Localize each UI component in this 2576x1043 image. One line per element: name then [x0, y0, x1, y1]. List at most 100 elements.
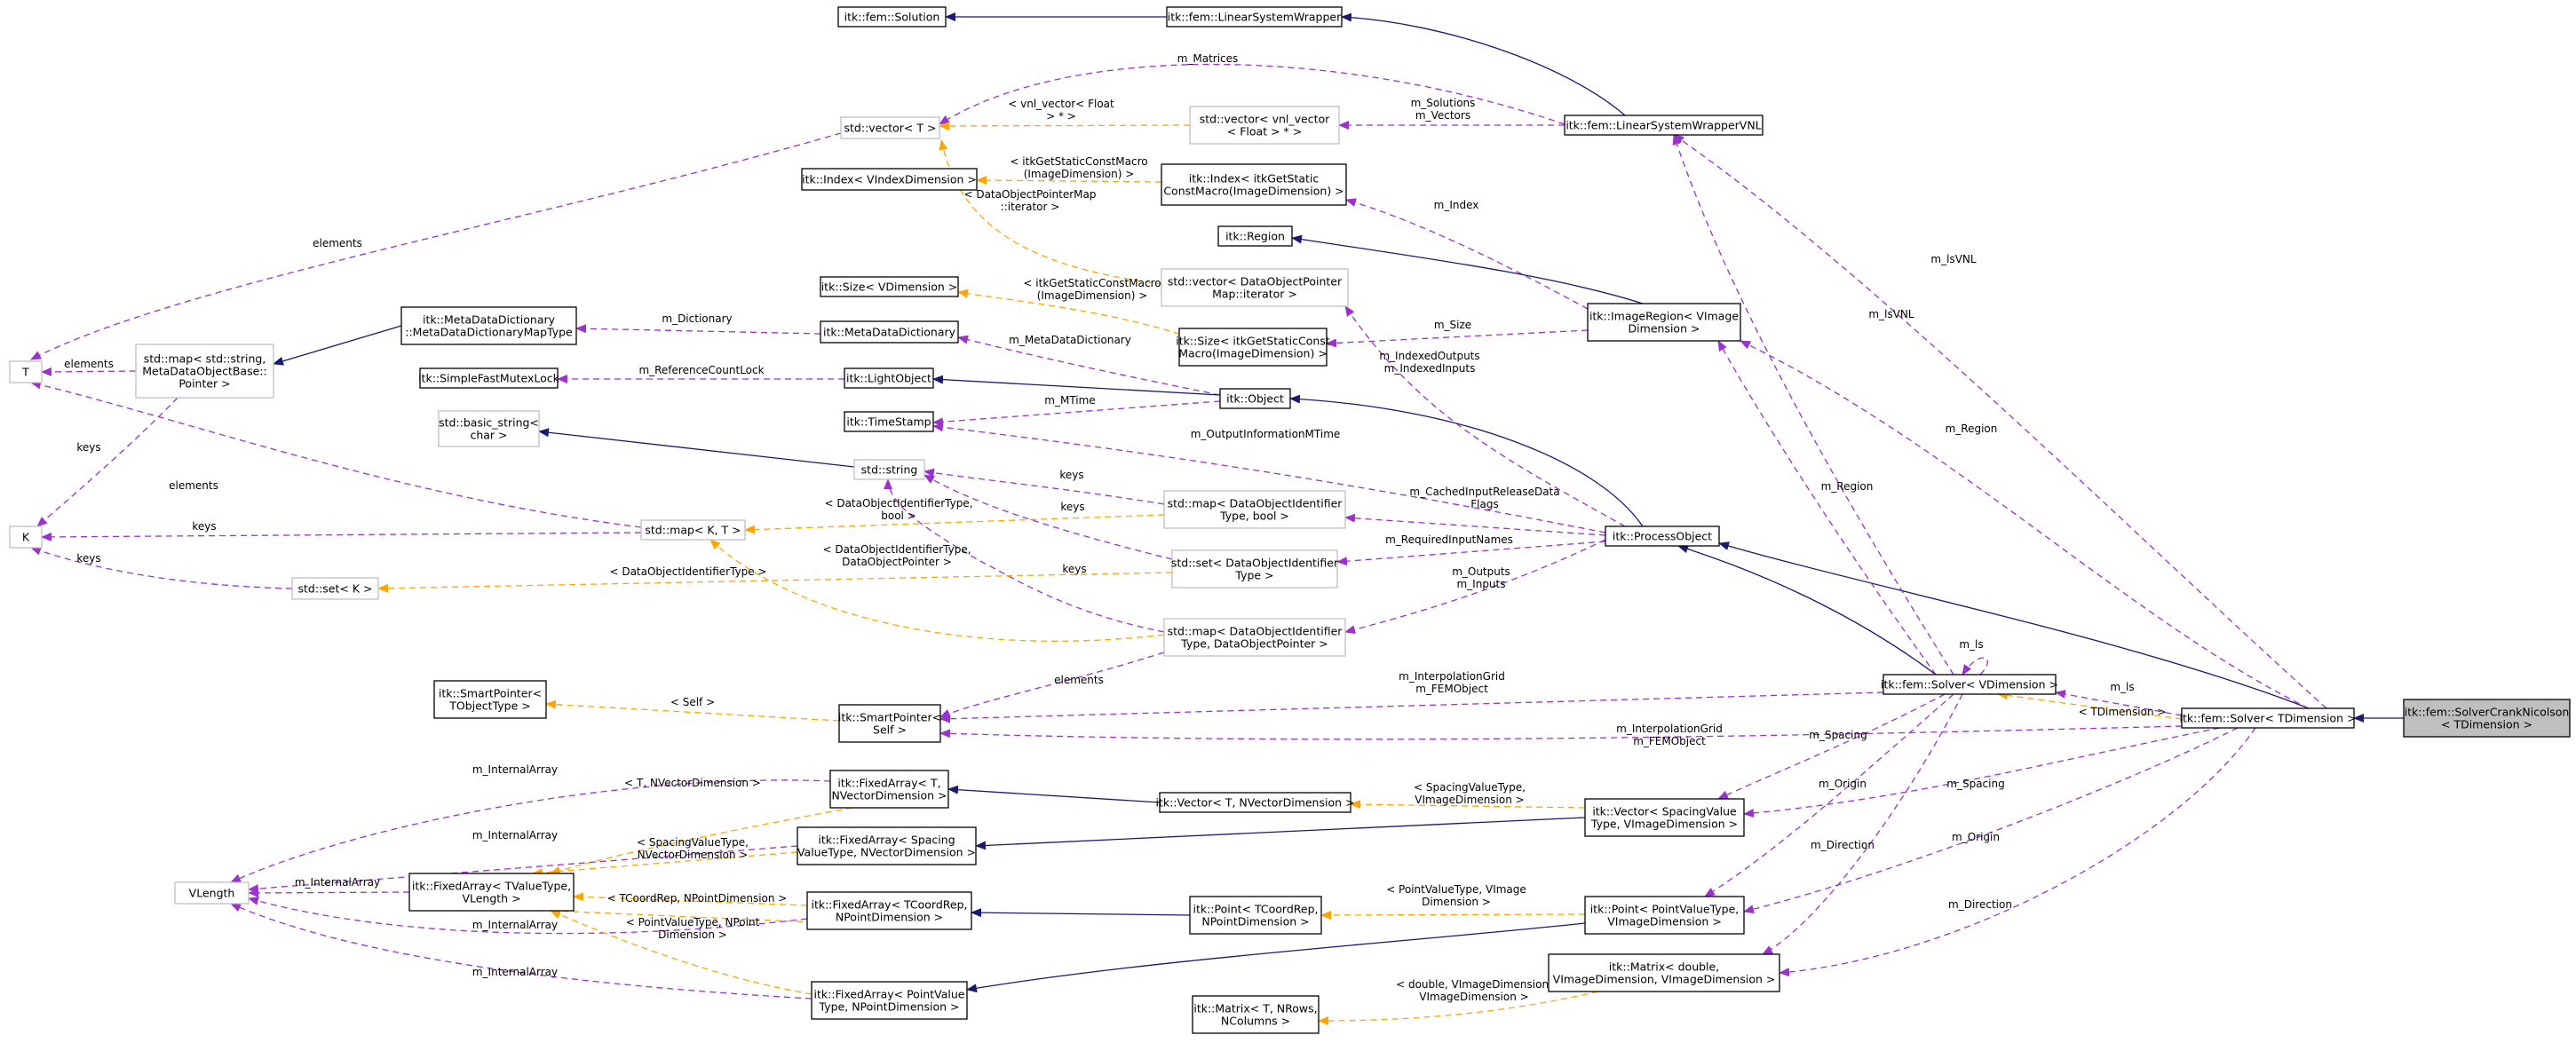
member-edge-51	[1743, 727, 2221, 818]
template-edge-5	[976, 176, 1162, 186]
class-node-light-object[interactable]: itk::LightObject	[844, 367, 934, 389]
class-box	[1605, 525, 1720, 547]
class-box	[2403, 699, 2571, 738]
class-box	[1548, 953, 1780, 992]
class-box	[1171, 549, 1338, 589]
class-name: itk::Point< TCoordRep,NPointDimension >	[1193, 903, 1318, 928]
edge-label-elements-4: elements	[1054, 674, 1104, 686]
member-edge-16	[41, 367, 137, 376]
class-node-fem-solution[interactable]: itk::fem::Solution	[837, 6, 947, 28]
edge-label-get-static-2: < itkGetStaticConstMacro(ImageDimension)…	[1023, 277, 1161, 302]
class-node-process-object[interactable]: itk::ProcessObject	[1605, 525, 1720, 547]
class-node-fa-tvl[interactable]: itk::FixedArray< TValueType,VLength >	[408, 873, 575, 912]
class-name: itk::fem::Solution	[844, 11, 940, 24]
class-name: std::map< std::string,MetaDataObjectBase…	[142, 352, 266, 391]
class-node-point-pv[interactable]: itk::Point< PointValueType,VImageDimensi…	[1584, 896, 1745, 935]
edge-label-doi-dop: < DataObjectIdentifierType,DataObjectPoi…	[822, 543, 971, 568]
edge-label-dbl-vid: < double, VImageDimension,VImageDimensio…	[1396, 978, 1552, 1003]
edge-label-m-ls: m_ls	[2110, 681, 2134, 693]
class-box	[806, 891, 972, 930]
member-edge-53	[1743, 727, 2239, 914]
class-name: itk::SimpleFastMutexLock	[418, 372, 560, 385]
class-node-fa-tn[interactable]: itk::FixedArray< T,NVectorDimension >	[829, 770, 949, 809]
template-edge-26	[744, 514, 1165, 534]
class-node-size-v[interactable]: itk::Size< VDimension >	[820, 276, 959, 297]
class-node-lsw-vnl[interactable]: itk::fem::LinearSystemWrapperVNL	[1564, 115, 1764, 136]
inherit-edge-18	[932, 375, 1221, 396]
class-name: itk::fem::Solver< TDimension >	[2180, 712, 2357, 725]
class-name: itk::FixedArray< TCoordRep,NPointDimensi…	[811, 898, 967, 924]
member-edge-29	[1344, 513, 1606, 536]
class-node-region[interactable]: itk::Region	[1217, 225, 1293, 247]
member-edge-67	[248, 897, 808, 935]
class-box	[1564, 115, 1764, 136]
inherit-edge-23	[538, 428, 855, 468]
member-edge-38	[939, 691, 1884, 723]
class-node-sp-t[interactable]: itk::SmartPointer<TObjectType >	[433, 680, 547, 719]
edge-label-m-index: m_Index	[1434, 199, 1479, 211]
class-name: std::vector< vnl_vector< Float > * >	[1200, 113, 1330, 138]
class-name: std::vector< T >	[844, 122, 937, 135]
class-node-mdd-map[interactable]: itk::MetaDataDictionary::MetaDataDiction…	[400, 306, 577, 345]
edge-label-m-refcountlock: m_ReferenceCountLock	[638, 364, 764, 376]
class-node-vector-tn[interactable]: itk::Vector< T, NVectorDimension >	[1156, 792, 1355, 813]
class-node-matrix-t[interactable]: itk::Matrix< T, NRows,NColumns >	[1192, 995, 1320, 1034]
class-node-sfml[interactable]: itk::SimpleFastMutexLock	[418, 367, 560, 389]
class-box	[844, 411, 934, 432]
class-node-lsw[interactable]: itk::fem::LinearSystemWrapper	[1166, 6, 1343, 28]
class-name: itk::FixedArray< TValueType,VLength >	[412, 880, 571, 905]
class-name: std::map< K, T >	[645, 524, 741, 537]
class-name: itk::Point< PointValueType,VImageDimensi…	[1590, 903, 1740, 928]
class-node-t: T	[9, 360, 43, 383]
edge-label-m-origin-2: m_Origin	[1952, 831, 2000, 843]
class-box	[837, 6, 947, 28]
member-edge-21	[36, 397, 178, 527]
edge-label-m-mtime: m_MTime	[1044, 394, 1095, 407]
class-box	[1166, 6, 1343, 28]
class-node-matrix-d[interactable]: itk::Matrix< double,VImageDimension, VIm…	[1548, 953, 1780, 992]
class-box	[829, 770, 949, 809]
member-edge-24	[30, 380, 642, 528]
class-name: K	[22, 531, 30, 544]
class-node-index-v[interactable]: itk::Index< VIndexDimension >	[801, 168, 978, 191]
class-node-timestamp[interactable]: itk::TimeStamp	[844, 411, 934, 432]
class-box	[811, 981, 968, 1020]
edge-label-m-origin-1: m_Origin	[1819, 778, 1867, 790]
class-node-solver-t[interactable]: itk::fem::Solver< TDimension >	[2180, 707, 2357, 729]
class-node-k: K	[9, 525, 43, 549]
class-name: itk::Object	[1226, 392, 1284, 406]
inherit-edge-10	[1291, 234, 1644, 304]
edge-label-tc-npd: < TCoordRep, NPointDimension >	[607, 892, 788, 905]
edge-label-tdimension: < TDimension >	[2079, 706, 2167, 718]
inherit-edge-45	[1677, 544, 1937, 676]
member-edge-22	[932, 423, 1606, 533]
class-name: T	[21, 366, 29, 379]
class-node-point-tc[interactable]: itk::Point< TCoordRep,NPointDimension >	[1189, 896, 1322, 935]
class-node-object[interactable]: itk::Object	[1219, 388, 1291, 409]
member-edge-69	[230, 903, 812, 1000]
class-box	[1584, 896, 1745, 935]
class-node-crank[interactable]: itk::fem::SolverCrankNicolson< TDimensio…	[2403, 699, 2571, 738]
class-node-mdd[interactable]: itk::MetaDataDictionary	[820, 320, 959, 344]
template-edge-33	[377, 572, 1173, 593]
class-node-fa-tc[interactable]: itk::FixedArray< TCoordRep,NPointDimensi…	[806, 891, 972, 930]
class-node-solver-v[interactable]: itk::fem::Solver< VDimension >	[1881, 674, 2058, 695]
class-box	[820, 320, 959, 344]
edge-label-vnl-float: < vnl_vector< Float> * >	[1008, 98, 1114, 122]
class-node-sp-self[interactable]: itk::SmartPointer<Self >	[838, 704, 941, 743]
edge-label-elements-1: elements	[313, 237, 362, 249]
member-edge-46	[1672, 134, 1954, 676]
class-box	[1217, 225, 1293, 247]
